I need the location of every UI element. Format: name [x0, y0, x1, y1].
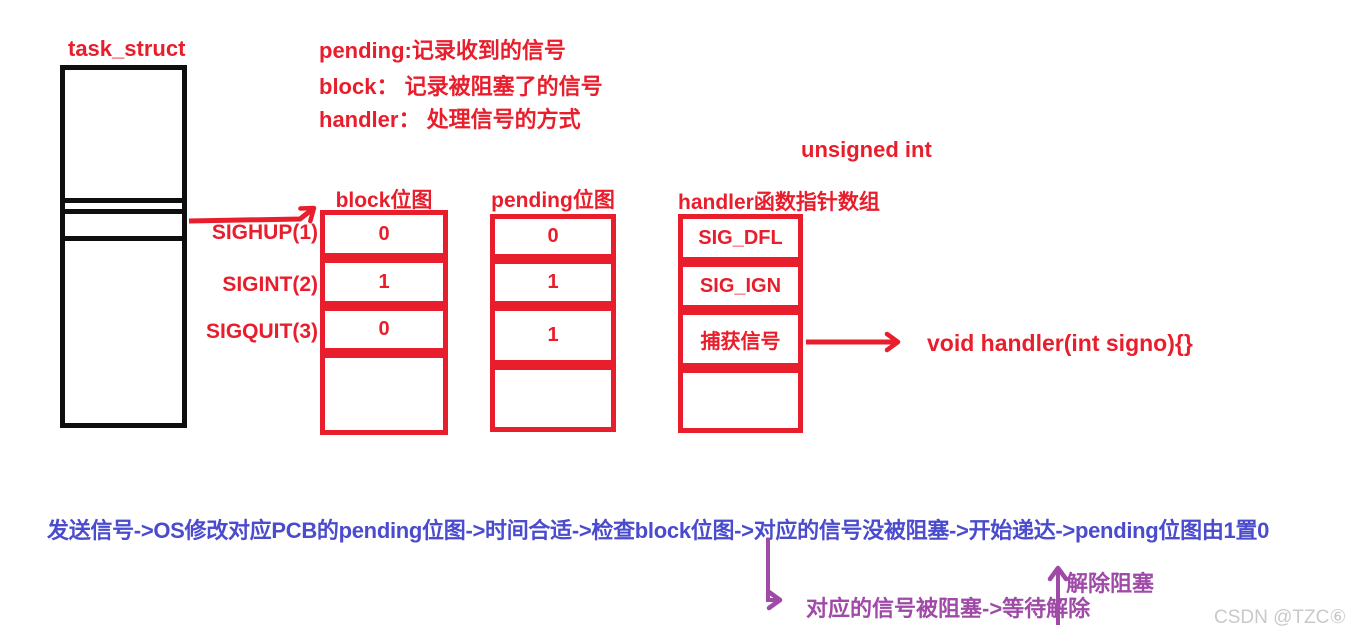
pending-bitmap-cell: 1: [490, 306, 616, 365]
note-block: block： 记录被阻塞了的信号: [319, 74, 603, 99]
handler-array-column: SIG_DFL SIG_IGN 捕获信号: [678, 214, 803, 433]
signal-label-sighup: SIGHUP(1): [211, 221, 318, 244]
note-pending: pending:记录收到的信号: [319, 38, 566, 63]
unsigned-int-label: unsigned int: [801, 137, 932, 162]
blocked-branch-text: 对应的信号被阻塞->等待解除: [806, 596, 1091, 621]
handler-array-cell: SIG_IGN: [678, 262, 803, 310]
block-bitmap-cell: 0: [320, 306, 448, 353]
handler-array-header: handler函数指针数组: [678, 191, 880, 214]
handler-array-cell: SIG_DFL: [678, 214, 803, 262]
pending-bitmap-column: 0 1 1: [490, 214, 616, 432]
pending-bitmap-header: pending位图: [491, 189, 615, 212]
unblock-label: 解除阻塞: [1066, 571, 1155, 596]
block-bitmap-cell: 1: [320, 258, 448, 306]
pending-bitmap-cell: 1: [490, 259, 616, 306]
task-struct-divider: [64, 209, 183, 214]
handler-array-cell: [678, 368, 803, 433]
blocked-branch-arrow: [766, 538, 783, 611]
task-struct-box: [60, 65, 187, 428]
block-bitmap-header: block位图: [335, 189, 433, 212]
task-struct-divider: [64, 198, 183, 203]
signal-label-sigint: SIGINT(2): [222, 273, 318, 296]
pending-bitmap-cell: 0: [490, 214, 616, 259]
signal-label-sigquit: SIGQUIT(3): [205, 320, 318, 343]
block-bitmap-cell: [320, 353, 448, 435]
task-struct-divider: [64, 236, 183, 241]
task-struct-title: task_struct: [68, 36, 186, 61]
block-bitmap-cell: 0: [320, 210, 448, 258]
signal-flow-text: 发送信号->OS修改对应PCB的pending位图->时间合适->检查block…: [47, 518, 1270, 543]
watermark: CSDN @TZC⑥: [1214, 607, 1347, 628]
pending-bitmap-cell: [490, 365, 616, 432]
handler-array-cell: 捕获信号: [678, 310, 803, 368]
note-handler: handler： 处理信号的方式: [319, 107, 581, 132]
handler-prototype-label: void handler(int signo){}: [927, 330, 1193, 356]
task-struct-to-block-arrow: [188, 205, 317, 224]
block-bitmap-column: 0 1 0: [320, 210, 448, 435]
